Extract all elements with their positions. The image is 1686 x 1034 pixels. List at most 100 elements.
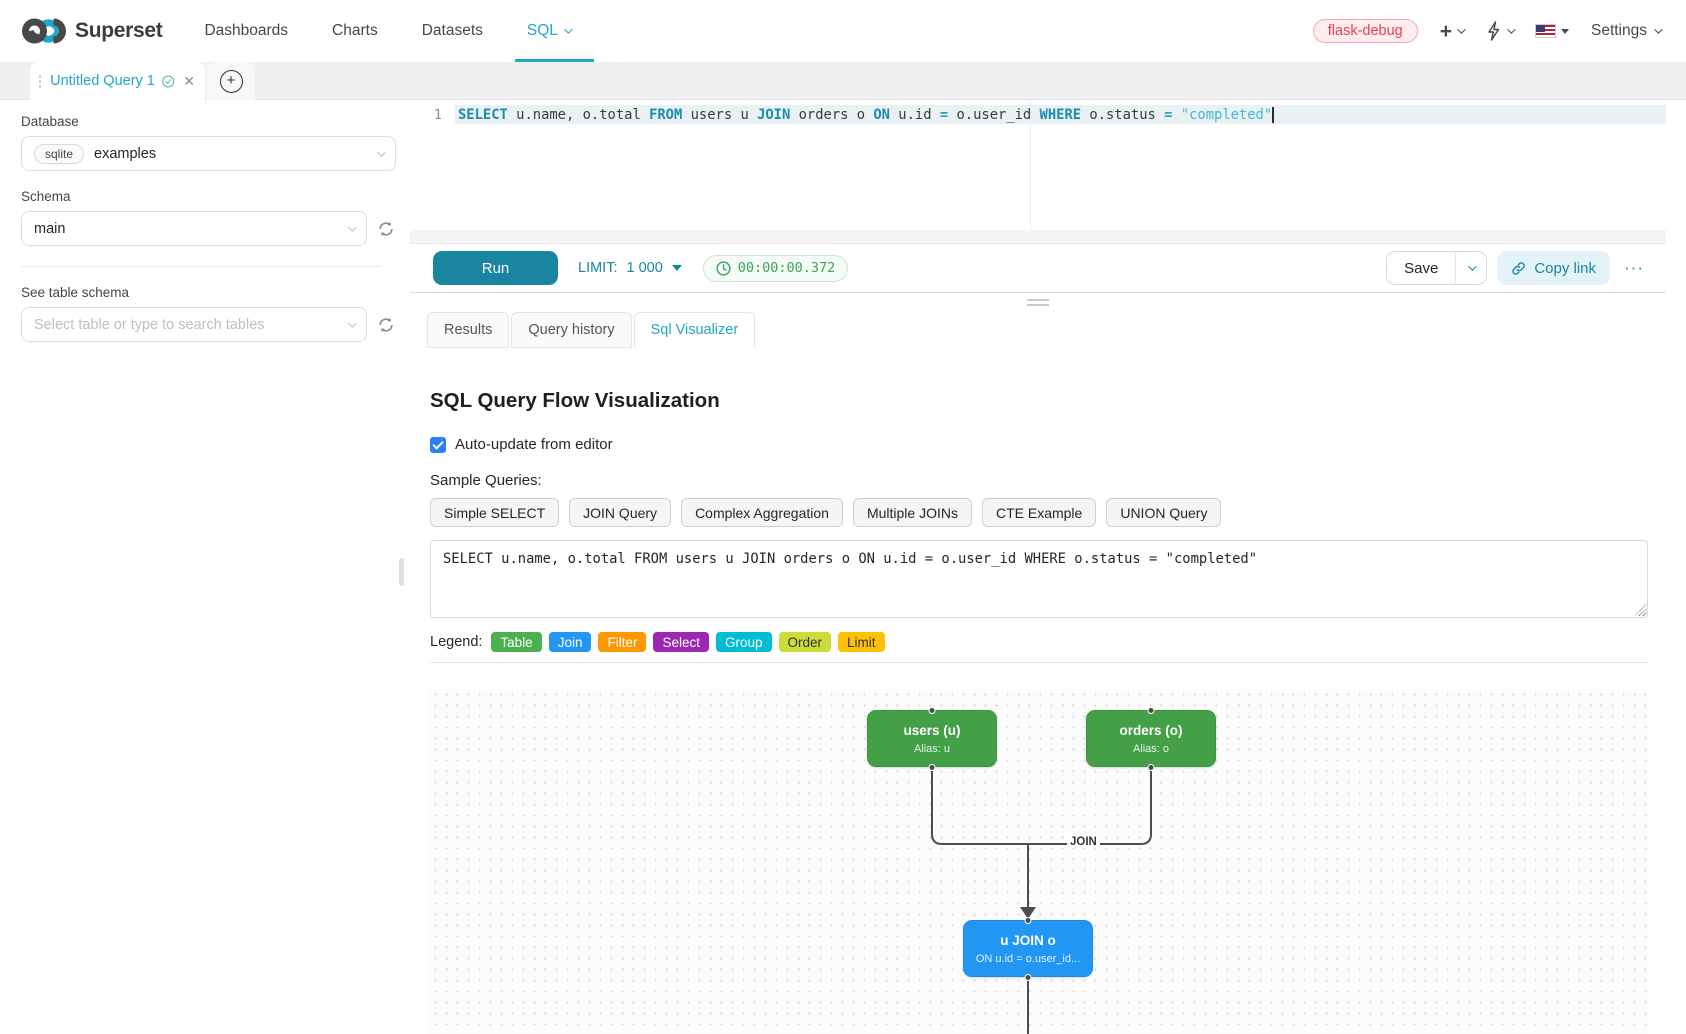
sql-editor-pane: 1 SELECT u.name, o.total FROM users u JO… bbox=[410, 100, 1666, 292]
sidebar-divider bbox=[21, 266, 381, 267]
sample-join-query-button[interactable]: JOIN Query bbox=[569, 498, 672, 527]
node-handle-icon[interactable] bbox=[1147, 706, 1155, 714]
save-button[interactable]: Save bbox=[1387, 252, 1457, 284]
close-icon[interactable]: ✕ bbox=[183, 72, 195, 89]
tab-query-history[interactable]: Query history bbox=[511, 312, 632, 348]
language-menu[interactable] bbox=[1534, 24, 1569, 38]
chevron-down-icon bbox=[348, 222, 357, 232]
primary-nav: Dashboards Charts Datasets SQL bbox=[204, 0, 594, 62]
flow-node-join[interactable]: u JOIN o ON u.id = o.user_id... bbox=[963, 916, 1093, 981]
sidebar-resize-handle[interactable] bbox=[399, 558, 404, 586]
sql-code-line[interactable]: SELECT u.name, o.total FROM users u JOIN… bbox=[455, 105, 1666, 124]
nav-datasets[interactable]: Datasets bbox=[421, 22, 483, 39]
chevron-down-icon bbox=[1654, 25, 1663, 34]
copy-link-button[interactable]: Copy link bbox=[1497, 251, 1611, 285]
node-title: u JOIN o bbox=[1000, 932, 1056, 948]
chevron-down-icon bbox=[1457, 25, 1466, 34]
run-button[interactable]: Run bbox=[433, 251, 558, 285]
content-divider bbox=[430, 662, 1648, 663]
us-flag-icon bbox=[1534, 24, 1556, 38]
page-title: SQL Query Flow Visualization bbox=[430, 389, 720, 412]
query-input-textarea[interactable] bbox=[430, 540, 1648, 618]
legend-badge-join: Join bbox=[548, 632, 592, 652]
nav-charts[interactable]: Charts bbox=[332, 22, 378, 39]
schema-label: Schema bbox=[21, 189, 71, 204]
check-circle-icon bbox=[161, 74, 175, 88]
legend-badge-select: Select bbox=[653, 632, 709, 652]
table-select-placeholder: Select table or type to search tables bbox=[34, 316, 265, 333]
more-actions-button[interactable]: ··· bbox=[1624, 258, 1644, 277]
node-subtitle: Alias: u bbox=[913, 742, 951, 755]
auto-update-checkbox-row[interactable]: Auto-update from editor bbox=[430, 436, 1648, 453]
refresh-tables-icon[interactable] bbox=[376, 315, 396, 335]
lightning-icon bbox=[1488, 21, 1500, 41]
nav-sql[interactable]: SQL bbox=[514, 0, 594, 62]
refresh-schema-icon[interactable] bbox=[376, 219, 396, 239]
query-search-menu[interactable] bbox=[1485, 21, 1516, 41]
node-handle-icon[interactable] bbox=[1024, 916, 1032, 924]
settings-menu[interactable]: Settings bbox=[1591, 22, 1663, 40]
print-margin-line bbox=[1030, 100, 1031, 230]
legend-badge-limit: Limit bbox=[838, 632, 885, 652]
legend-badge-order: Order bbox=[778, 632, 832, 652]
nav-dashboards[interactable]: Dashboards bbox=[204, 22, 289, 39]
chevron-down-icon bbox=[377, 147, 386, 157]
table-select[interactable]: Select table or type to search tables bbox=[21, 307, 367, 342]
node-handle-icon[interactable] bbox=[1024, 973, 1032, 981]
limit-label: LIMIT: bbox=[578, 260, 618, 276]
copy-link-label: Copy link bbox=[1534, 259, 1597, 277]
legend-row: Legend: Table Join Filter Select Group O… bbox=[430, 632, 1648, 652]
sample-simple-select-button[interactable]: Simple SELECT bbox=[430, 498, 560, 527]
caret-down-icon bbox=[671, 265, 682, 271]
new-item-menu[interactable]: + bbox=[1440, 21, 1466, 42]
sample-complex-aggregation-button[interactable]: Complex Aggregation bbox=[681, 498, 843, 527]
sample-union-query-button[interactable]: UNION Query bbox=[1106, 498, 1222, 527]
query-tab-untitled[interactable]: Untitled Query 1 ✕ bbox=[30, 62, 205, 100]
new-query-tab-button[interactable]: + bbox=[207, 62, 255, 100]
database-select[interactable]: sqlite examples bbox=[21, 136, 396, 171]
node-title: orders (o) bbox=[1119, 722, 1183, 738]
limit-dropdown[interactable]: LIMIT: 1 000 bbox=[578, 260, 682, 276]
caret-down-icon bbox=[1560, 28, 1569, 34]
sample-query-buttons: Simple SELECT JOIN Query Complex Aggrega… bbox=[430, 498, 1648, 527]
top-navbar: Superset Dashboards Charts Datasets SQL … bbox=[0, 0, 1686, 62]
timer-value: 00:00:00.372 bbox=[737, 260, 836, 276]
drag-handle-icon[interactable] bbox=[38, 73, 44, 89]
editor-scrollbar-track[interactable] bbox=[410, 230, 1666, 243]
database-engine-pill: sqlite bbox=[34, 143, 85, 164]
flow-node-users[interactable]: users (u) Alias: u bbox=[867, 706, 997, 771]
schema-select[interactable]: main bbox=[21, 211, 367, 246]
node-handle-icon[interactable] bbox=[928, 763, 936, 771]
plus-circle-icon: + bbox=[219, 69, 243, 93]
checkbox-checked-icon[interactable] bbox=[430, 436, 446, 453]
auto-update-label: Auto-update from editor bbox=[455, 436, 613, 453]
node-handle-icon[interactable] bbox=[928, 706, 936, 714]
line-number: 1 bbox=[433, 106, 442, 123]
sql-code-editor[interactable]: 1 SELECT u.name, o.total FROM users u JO… bbox=[410, 100, 1666, 230]
sample-cte-example-button[interactable]: CTE Example bbox=[981, 498, 1097, 527]
flow-diagram-canvas[interactable]: users (u) Alias: u orders (o) Alias: o u… bbox=[430, 689, 1648, 1034]
navbar-right: flask-debug + Settings bbox=[1312, 19, 1663, 43]
node-handle-icon[interactable] bbox=[1147, 763, 1155, 771]
legend-badge-filter: Filter bbox=[598, 632, 647, 652]
node-subtitle: Alias: o bbox=[1132, 742, 1170, 755]
flow-node-orders[interactable]: orders (o) Alias: o bbox=[1086, 706, 1216, 771]
chevron-down-icon bbox=[564, 25, 573, 34]
limit-value: 1 000 bbox=[626, 260, 663, 276]
tab-results[interactable]: Results bbox=[427, 312, 510, 348]
link-icon bbox=[1512, 261, 1526, 275]
results-panel: Results Query history Sql Visualizer SQL… bbox=[410, 292, 1666, 1034]
node-title: users (u) bbox=[903, 722, 961, 738]
legend-label: Legend: bbox=[430, 634, 483, 650]
sqllab-sidebar: Database sqlite examples Schema main See… bbox=[0, 100, 410, 1034]
save-dropdown-button[interactable] bbox=[1456, 252, 1486, 284]
superset-logo[interactable]: Superset bbox=[21, 16, 163, 46]
chevron-down-icon bbox=[1507, 25, 1516, 34]
database-select-value: examples bbox=[94, 145, 157, 162]
tab-sql-visualizer[interactable]: Sql Visualizer bbox=[633, 312, 756, 348]
panel-resize-handle[interactable] bbox=[1027, 299, 1049, 309]
sample-multiple-joins-button[interactable]: Multiple JOINs bbox=[852, 498, 972, 527]
brand-name: Superset bbox=[75, 19, 163, 42]
nav-sql-label: SQL bbox=[526, 22, 558, 39]
flow-edges bbox=[931, 767, 1152, 1034]
